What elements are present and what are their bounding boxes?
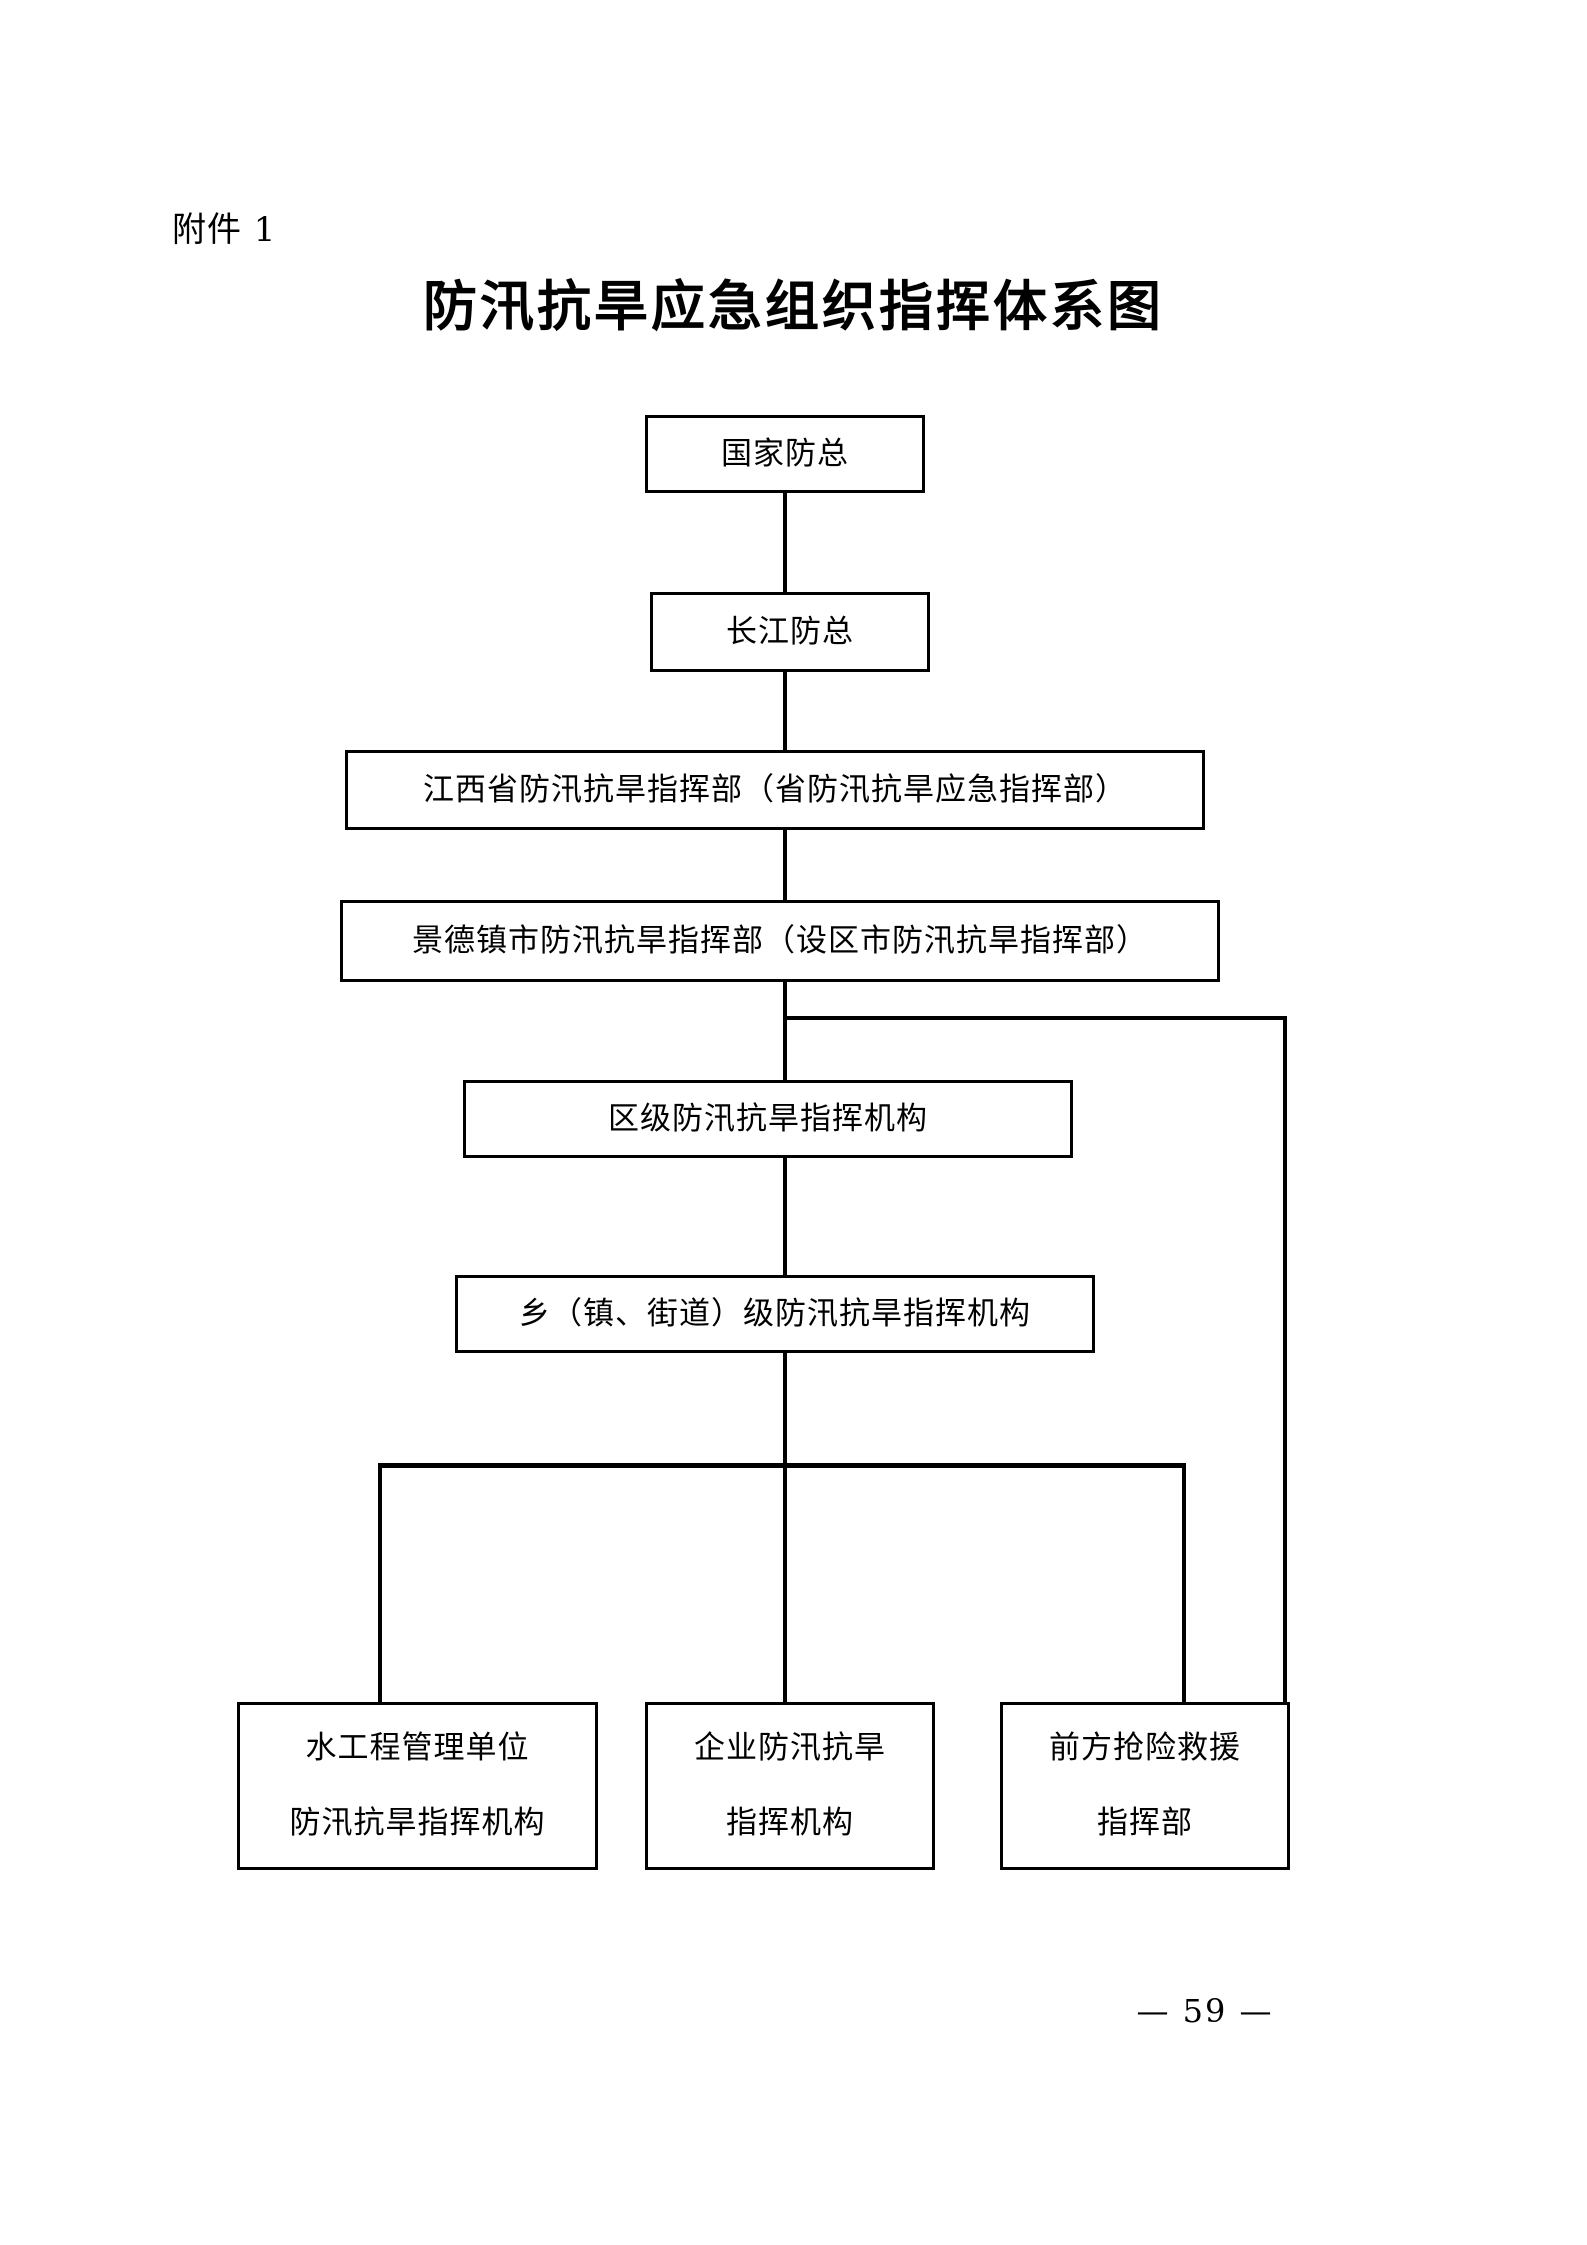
- page-number: — 59 —: [1136, 1992, 1274, 2030]
- page-title: 防汛抗旱应急组织指挥体系图: [423, 274, 1164, 338]
- node-label-line-2: 指挥机构: [726, 1805, 854, 1841]
- node-yangtze-flood-hq[interactable]: 长江防总: [650, 592, 930, 672]
- node-label-line-1: 江西省防汛抗旱指挥部（省防汛抗旱应急指挥部）: [423, 771, 1127, 808]
- node-label-line-1: 前方抢险救援: [1049, 1730, 1241, 1767]
- node-label-line-1: 乡（镇、街道）级防汛抗旱指挥机构: [519, 1295, 1031, 1332]
- node-label-line-1: 长江防总: [726, 613, 854, 650]
- connector-district-to-township: [783, 1158, 787, 1275]
- connector-national-to-yangtze: [783, 493, 787, 592]
- node-enterprise-flood-agency[interactable]: 企业防汛抗旱 指挥机构: [645, 1702, 935, 1870]
- node-label-line-2: 指挥部: [1097, 1805, 1193, 1841]
- connector-city-to-front-rescue-vertical: [1283, 1016, 1287, 1702]
- node-label-line-1: 区级防汛抗旱指挥机构: [608, 1100, 928, 1137]
- node-label-line-1: 水工程管理单位: [305, 1730, 530, 1767]
- connector-city-to-front-rescue-horizontal: [783, 1016, 1287, 1020]
- connector-province-to-city: [783, 830, 787, 900]
- connector-city-to-district: [783, 982, 787, 1080]
- node-city-flood-hq[interactable]: 景德镇市防汛抗旱指挥部（设区市防汛抗旱指挥部）: [340, 900, 1220, 982]
- node-label-line-2: 防汛抗旱指挥机构: [289, 1805, 546, 1841]
- node-district-flood-agency[interactable]: 区级防汛抗旱指挥机构: [463, 1080, 1073, 1158]
- node-label-line-1: 景德镇市防汛抗旱指挥部（设区市防汛抗旱指挥部）: [412, 922, 1148, 959]
- connector-bus-to-water-project: [378, 1463, 382, 1702]
- node-label-line-1: 国家防总: [721, 435, 849, 472]
- connector-township-to-bus: [783, 1353, 787, 1465]
- connector-yangtze-to-province: [783, 672, 787, 750]
- connector-bus-to-front-rescue: [1182, 1463, 1186, 1702]
- node-national-flood-hq[interactable]: 国家防总: [645, 415, 925, 493]
- node-label-line-1: 企业防汛抗旱: [694, 1730, 886, 1767]
- connector-bottom-bus: [378, 1463, 1186, 1468]
- node-water-project-unit[interactable]: 水工程管理单位 防汛抗旱指挥机构: [237, 1702, 598, 1870]
- node-front-rescue-command[interactable]: 前方抢险救援 指挥部: [1000, 1702, 1290, 1870]
- connector-bus-to-enterprise: [783, 1463, 787, 1702]
- node-township-flood-agency[interactable]: 乡（镇、街道）级防汛抗旱指挥机构: [455, 1275, 1095, 1353]
- attachment-label: 附件 1: [172, 210, 277, 250]
- node-province-flood-hq[interactable]: 江西省防汛抗旱指挥部（省防汛抗旱应急指挥部）: [345, 750, 1205, 830]
